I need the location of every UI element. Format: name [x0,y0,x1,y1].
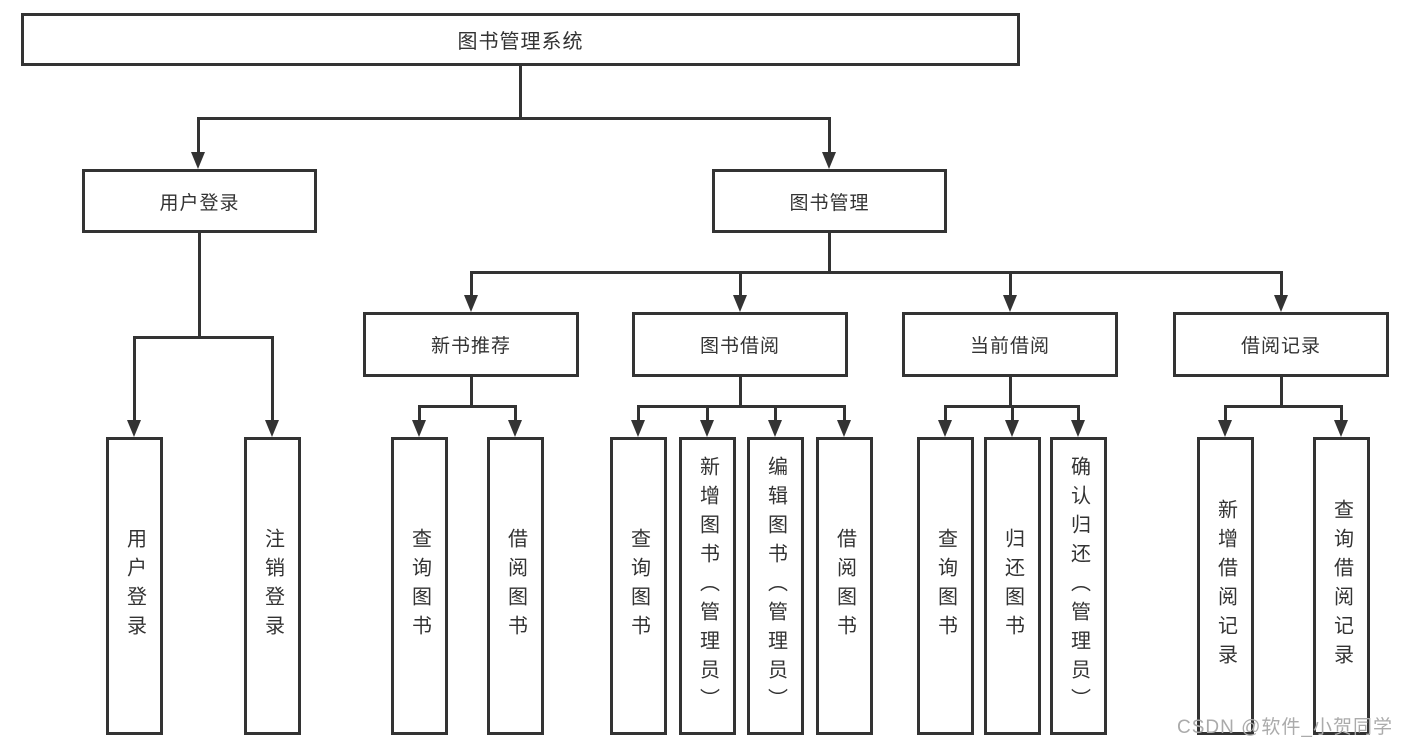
leaf-records-query-record-label: 查询借阅记录 [1330,499,1353,673]
leaf-borrow-add-books-admin-label: 新增图书（管理员） [696,455,719,717]
arrowhead [191,152,205,169]
arrowhead [1218,420,1232,437]
edge-line [519,66,522,120]
edge-line [470,377,473,408]
leaf-current-return-books: 归还图书 [984,437,1041,735]
edge-line [774,405,777,422]
leaf-recommend-borrow-books: 借阅图书 [487,437,544,735]
node-book-management-label: 图书管理 [789,192,870,214]
edge-line [739,377,742,408]
node-book-management: 图书管理 [712,169,947,233]
edge-line [514,405,517,422]
node-book-borrow-label: 图书借阅 [699,336,780,357]
arrowhead [822,152,836,169]
edge-line [706,405,709,422]
edge-line [133,336,136,422]
edge-line [133,336,273,339]
leaf-records-add-record: 新增借阅记录 [1197,437,1254,735]
leaf-current-confirm-return-admin-label: 确认归还（管理员） [1067,455,1090,717]
leaf-borrow-add-books-admin: 新增图书（管理员） [679,437,736,735]
leaf-recommend-borrow-books-label: 借阅图书 [504,528,527,644]
arrowhead [631,420,645,437]
arrowhead [412,420,426,437]
edge-line [271,336,274,422]
arrowhead [700,420,714,437]
leaf-current-return-books-label: 归还图书 [1001,528,1024,644]
arrowhead [265,420,279,437]
arrowhead [1274,295,1288,312]
node-new-book-recommend-label: 新书推荐 [430,336,511,357]
edge-line [944,405,947,422]
node-user-login: 用户登录 [82,169,317,233]
leaf-borrow-query-books-label: 查询图书 [627,528,650,644]
node-library-management-system: 图书管理系统 [21,13,1020,66]
edge-line [470,271,1282,274]
edge-line [1009,271,1012,297]
edge-line [470,271,473,297]
edge-line [637,405,640,422]
arrowhead [938,420,952,437]
edge-line [418,405,516,408]
leaf-records-add-record-label: 新增借阅记录 [1214,499,1237,673]
leaf-borrow-edit-books-admin: 编辑图书（管理员） [747,437,804,735]
edge-line [739,271,742,297]
arrowhead [508,420,522,437]
node-book-borrow: 图书借阅 [632,312,848,377]
node-new-book-recommend: 新书推荐 [363,312,579,377]
edge-line [1280,271,1283,297]
leaf-user-login-label: 用户登录 [123,528,146,644]
edge-line [828,233,831,274]
arrowhead [127,420,141,437]
node-user-login-label: 用户登录 [159,192,240,214]
edge-line [1340,405,1343,422]
leaf-borrow-borrow-books-label: 借阅图书 [833,528,856,644]
leaf-current-confirm-return-admin: 确认归还（管理员） [1050,437,1107,735]
node-current-borrow-label: 当前借阅 [969,336,1050,357]
leaf-recommend-query-books-label: 查询图书 [408,528,431,644]
arrowhead [1071,420,1085,437]
node-borrow-records: 借阅记录 [1173,312,1389,377]
edge-line [843,405,846,422]
edge-line [197,117,831,120]
node-library-management-system-label: 图书管理系统 [457,31,584,53]
leaf-borrow-edit-books-admin-label: 编辑图书（管理员） [764,455,787,717]
leaf-logout-login-label: 注销登录 [261,528,284,644]
edge-line [637,405,845,408]
edge-line [1224,405,1227,422]
edge-line [197,117,200,154]
leaf-current-query-books-label: 查询图书 [934,528,957,644]
csdn-watermark: CSDN @软件_小贺同学 [1177,717,1393,738]
leaf-records-query-record: 查询借阅记录 [1313,437,1370,735]
arrowhead [837,420,851,437]
edge-line [198,233,201,339]
edge-line [1011,405,1014,422]
edge-line [1009,377,1012,408]
leaf-borrow-query-books: 查询图书 [610,437,667,735]
arrowhead [1334,420,1348,437]
node-current-borrow: 当前借阅 [902,312,1118,377]
edge-line [1280,377,1283,408]
edge-line [1224,405,1342,408]
leaf-current-query-books: 查询图书 [917,437,974,735]
edge-line [828,117,831,154]
edge-line [418,405,421,422]
leaf-logout-login: 注销登录 [244,437,301,735]
leaf-borrow-borrow-books: 借阅图书 [816,437,873,735]
leaf-recommend-query-books: 查询图书 [391,437,448,735]
arrowhead [768,420,782,437]
arrowhead [733,295,747,312]
arrowhead [1003,295,1017,312]
arrowhead [464,295,478,312]
leaf-user-login: 用户登录 [106,437,163,735]
edge-line [1077,405,1080,422]
node-borrow-records-label: 借阅记录 [1240,336,1321,357]
arrowhead [1005,420,1019,437]
